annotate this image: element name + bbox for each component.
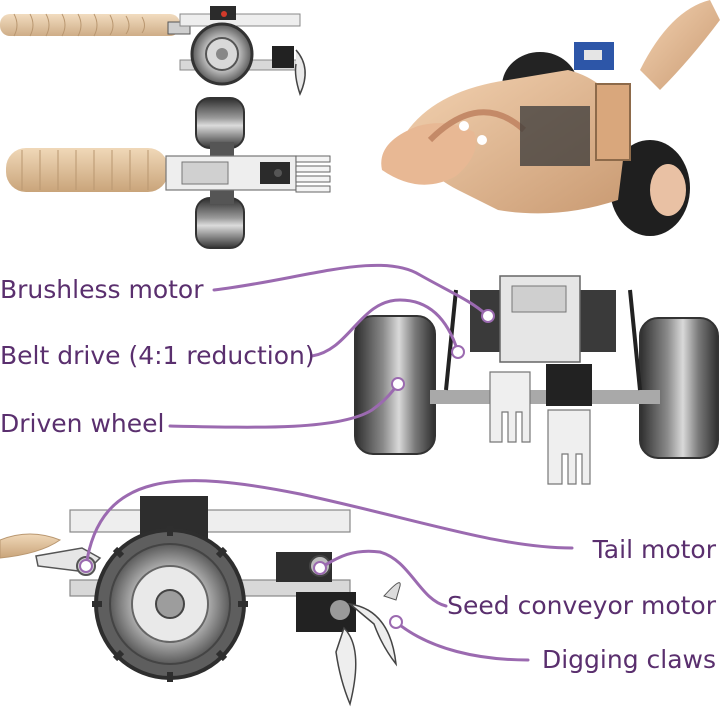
wheel-front-right [639,317,719,459]
side-view-small [0,6,306,97]
side-view-large [0,496,401,707]
dot-belt [451,345,465,359]
digging-claw-lower [335,626,357,707]
front-view [354,275,719,485]
label-driven-wheel: Driven wheel [0,409,165,438]
photo-tail [640,0,720,90]
callout-claws [394,620,530,662]
callout-lines [84,263,574,662]
photo-claw-hand [381,123,476,185]
callout-belt [310,298,460,358]
dot-claws [389,615,403,629]
callout-endpoints [79,309,495,629]
label-tail-motor: Tail motor [592,535,716,564]
callout-wheel [168,382,400,429]
tail-stub [0,533,62,559]
digging-claw-upper [347,602,398,667]
wheel-top-small-lower [195,197,245,249]
dot-tail [79,559,93,573]
label-belt-drive: Belt drive (4:1 reduction) [0,341,315,370]
front-claws [489,371,591,485]
photo-render [381,0,720,236]
label-seed-conveyor-motor: Seed conveyor motor [447,591,716,620]
frame-top-rail [69,509,351,533]
photo-body [408,70,628,214]
callout-tail [84,479,574,568]
wheel-side-large [92,526,248,682]
tail-segments-side [0,13,180,37]
front-servo [546,364,592,406]
servo-small [272,46,294,68]
top-view-small [6,97,331,249]
claw-small [294,49,306,97]
label-brushless-motor: Brushless motor [0,275,204,304]
dot-wheel [391,377,405,391]
front-motor-right [580,290,616,352]
callout-seed [318,549,448,608]
callout-brushless [212,263,490,318]
dot-brushless [481,309,495,323]
wheel-top-small-upper [195,97,245,149]
dot-seed [313,561,327,575]
label-digging-claws: Digging claws [541,645,716,674]
tail-segments-top [6,148,168,192]
